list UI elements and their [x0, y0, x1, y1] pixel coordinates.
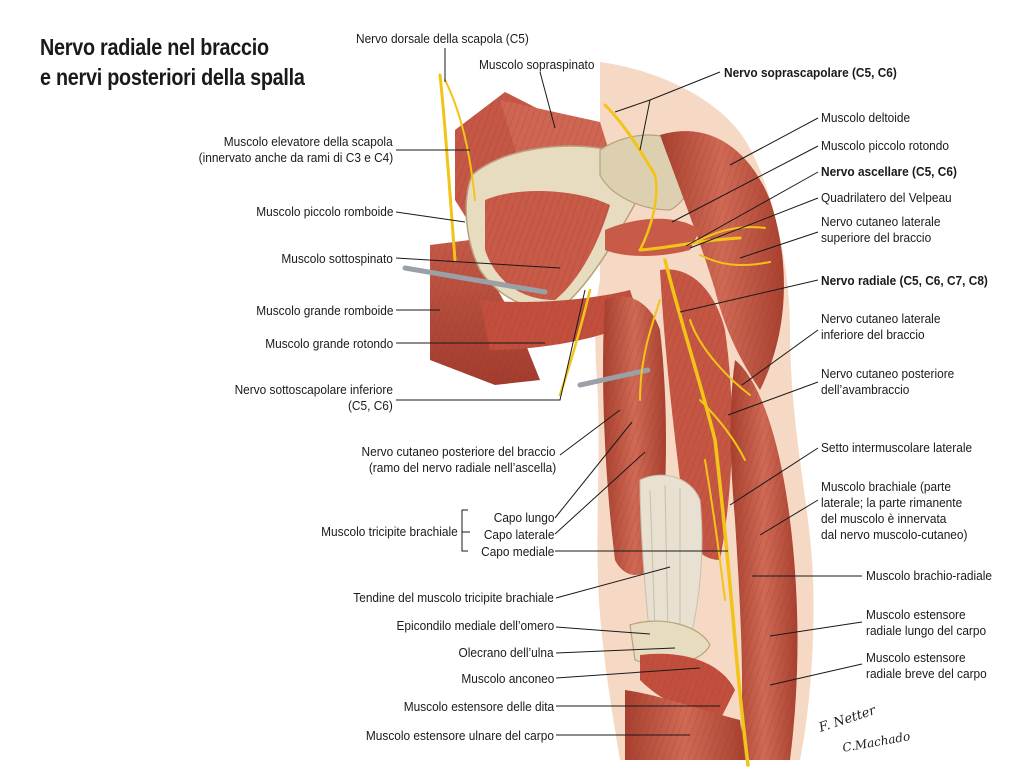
label-sottoscapolare: Nervo sottoscapolare inferiore — [234, 382, 393, 397]
label-cutaneo-posteriore-avambraccio: Nervo cutaneo posteriore — [821, 366, 955, 381]
label-grande-rotondo: Muscolo grande rotondo — [264, 336, 393, 351]
label-estensore-radiale-lungo: Muscolo estensore — [866, 607, 966, 622]
label-cutaneo-laterale-inferiore: Nervo cutaneo laterale — [821, 311, 941, 326]
label-cutaneo-laterale-superiore-2: superiore del braccio — [821, 230, 932, 245]
label-nervo-radiale: Nervo radiale (C5, C6, C7, C8) — [821, 273, 988, 288]
label-setto-intermuscolare: Setto intermuscolare laterale — [821, 440, 973, 455]
label-deltoide: Muscolo deltoide — [821, 110, 911, 125]
label-sottoscapolare-roots: (C5, C6) — [348, 398, 393, 413]
page-title: Nervo radiale nel braccio e nervi poster… — [40, 32, 305, 92]
title-line-2: e nervi posteriori della spalla — [40, 64, 305, 90]
label-olecrano: Olecrano dell’ulna — [458, 645, 554, 660]
label-estensore-ulnare: Muscolo estensore ulnare del carpo — [365, 728, 554, 743]
title-line-1: Nervo radiale nel braccio — [40, 34, 269, 60]
triceps-tendon — [639, 474, 703, 641]
label-epicondilo: Epicondilo mediale dell’omero — [396, 618, 554, 633]
label-grande-romboide: Muscolo grande romboide — [255, 303, 393, 318]
label-capo-laterale: Capo laterale — [483, 527, 554, 542]
label-estensore-radiale-lungo-2: radiale lungo del carpo — [866, 623, 987, 638]
label-brachiale-4: dal nervo muscolo-cutaneo) — [821, 527, 968, 542]
label-quadrilatero: Quadrilatero del Velpeau — [821, 190, 952, 205]
label-capo-mediale: Capo mediale — [480, 544, 554, 559]
nerves — [438, 73, 771, 767]
label-sopraspinato: Muscolo sopraspinato — [479, 57, 595, 72]
label-anconeo: Muscolo anconeo — [460, 671, 554, 686]
label-brachiale-2: laterale; la parte rimanente — [821, 495, 963, 510]
label-elevatore: Muscolo elevatore della scapola — [224, 134, 393, 149]
label-brachiale-3: del muscolo è innervata — [821, 511, 947, 526]
label-cutaneo-laterale-superiore: Nervo cutaneo laterale — [821, 214, 941, 229]
label-sottospinato: Muscolo sottospinato — [281, 251, 393, 266]
retractor-probe — [402, 265, 548, 295]
label-cutaneo-posteriore: Nervo cutaneo posteriore del braccio — [362, 444, 556, 459]
label-elevatore-note: (innervato anche da rami di C3 e C4) — [198, 150, 393, 165]
label-estensore-dita: Muscolo estensore delle dita — [403, 699, 554, 714]
label-cutaneo-laterale-inferiore-2: inferiore del braccio — [821, 327, 925, 342]
label-piccolo-rotondo: Muscolo piccolo rotondo — [821, 138, 949, 153]
label-brachio-radiale: Muscolo brachio-radiale — [866, 568, 993, 583]
label-brachiale-1: Muscolo brachiale (parte — [821, 479, 951, 494]
label-cutaneo-posteriore-note: (ramo del nervo radiale nell’ascella) — [368, 460, 556, 475]
label-tendine-tricipite: Tendine del muscolo tricipite brachiale — [353, 590, 554, 605]
label-piccolo-romboide: Muscolo piccolo romboide — [255, 204, 393, 219]
label-nervo-ascellare: Nervo ascellare (C5, C6) — [821, 164, 957, 179]
label-estensore-radiale-breve-2: radiale breve del carpo — [866, 666, 987, 681]
label-cutaneo-posteriore-avambraccio-2: dell’avambraccio — [821, 382, 910, 397]
label-tricipite: Muscolo tricipite brachiale — [321, 524, 458, 539]
label-nervo-soprascapolare: Nervo soprascapolare (C5, C6) — [724, 65, 897, 80]
label-estensore-radiale-breve: Muscolo estensore — [866, 650, 966, 665]
label-capo-lungo: Capo lungo — [493, 510, 554, 525]
label-nervo-dorsale: Nervo dorsale della scapola (C5) — [356, 31, 529, 46]
leader-lines — [395, 48, 863, 736]
